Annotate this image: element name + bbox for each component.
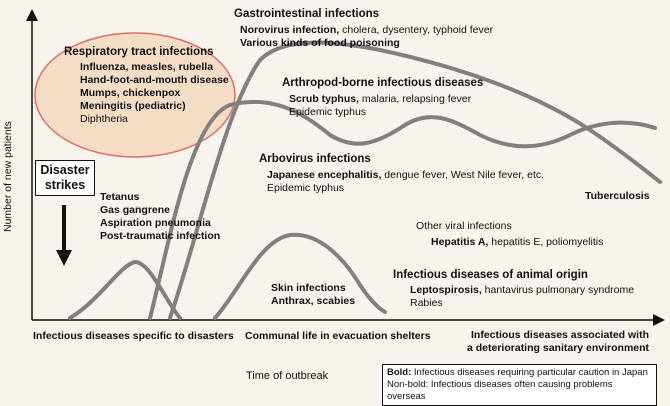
viral-line-1-plain: hepatitis E, poliomyelitis: [488, 236, 604, 248]
disaster-item-4: Post-traumatic infection: [100, 230, 221, 242]
arthropod-line-1: Scrub typhus, malaria, relapsing fever: [289, 93, 471, 106]
tuberculosis-label: Tuberculosis: [585, 190, 650, 202]
respiratory-highlight-ellipse: [34, 32, 236, 158]
animal-line-1: Leptospirosis, hantavirus pulmonary synd…: [410, 284, 634, 297]
animal-title: Infectious diseases of animal origin: [393, 269, 588, 281]
arthropod-line-1-bold: Scrub typhus,: [289, 93, 360, 105]
respiratory-item-3: Mumps, chickenpox: [80, 87, 181, 99]
animal-line-1-plain: hantavirus pulmonary syndrome: [481, 284, 635, 296]
disaster-line-1: Disaster: [40, 163, 90, 177]
phase-2-label: Communal life in evacuation shelters: [245, 330, 431, 342]
phase-3-label-line-2: a deteriorating sanitary environment: [467, 342, 650, 354]
curve-disaster-specific: [68, 259, 182, 320]
legend-bold-key: Bold:: [387, 367, 412, 378]
viral-line-1: Hepatitis A, hepatitis E, poliomyelitis: [431, 236, 603, 249]
respiratory-item-4: Meningitis (pediatric): [80, 100, 186, 112]
respiratory-title: Respiratory tract infections: [64, 46, 214, 58]
viral-line-1-bold: Hepatitis A,: [431, 236, 489, 248]
viral-title: Other viral infections: [416, 220, 512, 232]
phase-1-label: Infectious diseases specific to disaster…: [33, 330, 234, 342]
arthropod-title: Arthropod-borne infectious diseases: [282, 77, 484, 89]
respiratory-item-5: Diphtheria: [80, 113, 128, 125]
arbovirus-line-1-plain: dengue fever, West Nile fever, etc.: [381, 169, 545, 181]
disaster-strikes-box: Disaster strikes: [35, 160, 95, 196]
legend-bold-text: Infectious diseases requiring particular…: [411, 367, 648, 378]
phase-3-label-line-1: Infectious diseases associated with: [471, 329, 649, 341]
respiratory-item-2: Hand-foot-and-mouth disease: [80, 74, 229, 86]
respiratory-item-1: Influenza, measles, rubella: [80, 61, 214, 73]
legend-bold-row: Bold: Infectious diseases requiring part…: [387, 367, 652, 379]
curve-gastrointestinal: [168, 40, 662, 320]
legend-plain-row: Non-bold: Infectious diseases often caus…: [387, 379, 613, 402]
gastro-line-2: Various kinds of food poisoning: [240, 37, 400, 49]
legend-box: Bold: Infectious diseases requiring part…: [382, 364, 657, 406]
arbovirus-line-2: Epidemic typhus: [267, 182, 345, 194]
gastro-title: Gastrointestinal infections: [234, 8, 380, 20]
gastro-line-1-bold: Norovirus infection,: [240, 24, 340, 36]
y-axis-label: Number of new patients: [2, 121, 14, 232]
disaster-line-2: strikes: [44, 178, 86, 192]
animal-line-1-bold: Leptospirosis,: [410, 284, 482, 296]
disaster-arrow-head: [56, 250, 72, 266]
disaster-item-1: Tetanus: [100, 191, 140, 203]
disaster-item-3: Aspiration pneumonia: [100, 217, 211, 229]
arthropod-line-1-plain: malaria, relapsing fever: [359, 93, 472, 105]
arbovirus-line-1: Japanese encephalitis, dengue fever, Wes…: [267, 169, 544, 182]
arbovirus-title: Arbovirus infections: [259, 153, 371, 165]
x-axis-label: Time of outbreak: [246, 370, 329, 382]
animal-line-2: Rabies: [410, 297, 443, 309]
arbovirus-line-1-bold: Japanese encephalitis,: [267, 169, 382, 181]
disaster-item-2: Gas gangrene: [100, 204, 171, 216]
curve-skin-infections: [213, 232, 387, 320]
gastro-line-1: Norovirus infection, cholera, dysentery,…: [240, 24, 493, 37]
arthropod-line-2: Epidemic typhus: [289, 106, 367, 118]
skin-line-1: Anthrax, scabies: [271, 295, 356, 307]
skin-title: Skin infections: [271, 282, 346, 294]
gastro-line-1-plain: cholera, dysentery, typhoid fever: [339, 24, 494, 36]
curve-respiratory: [148, 99, 657, 320]
